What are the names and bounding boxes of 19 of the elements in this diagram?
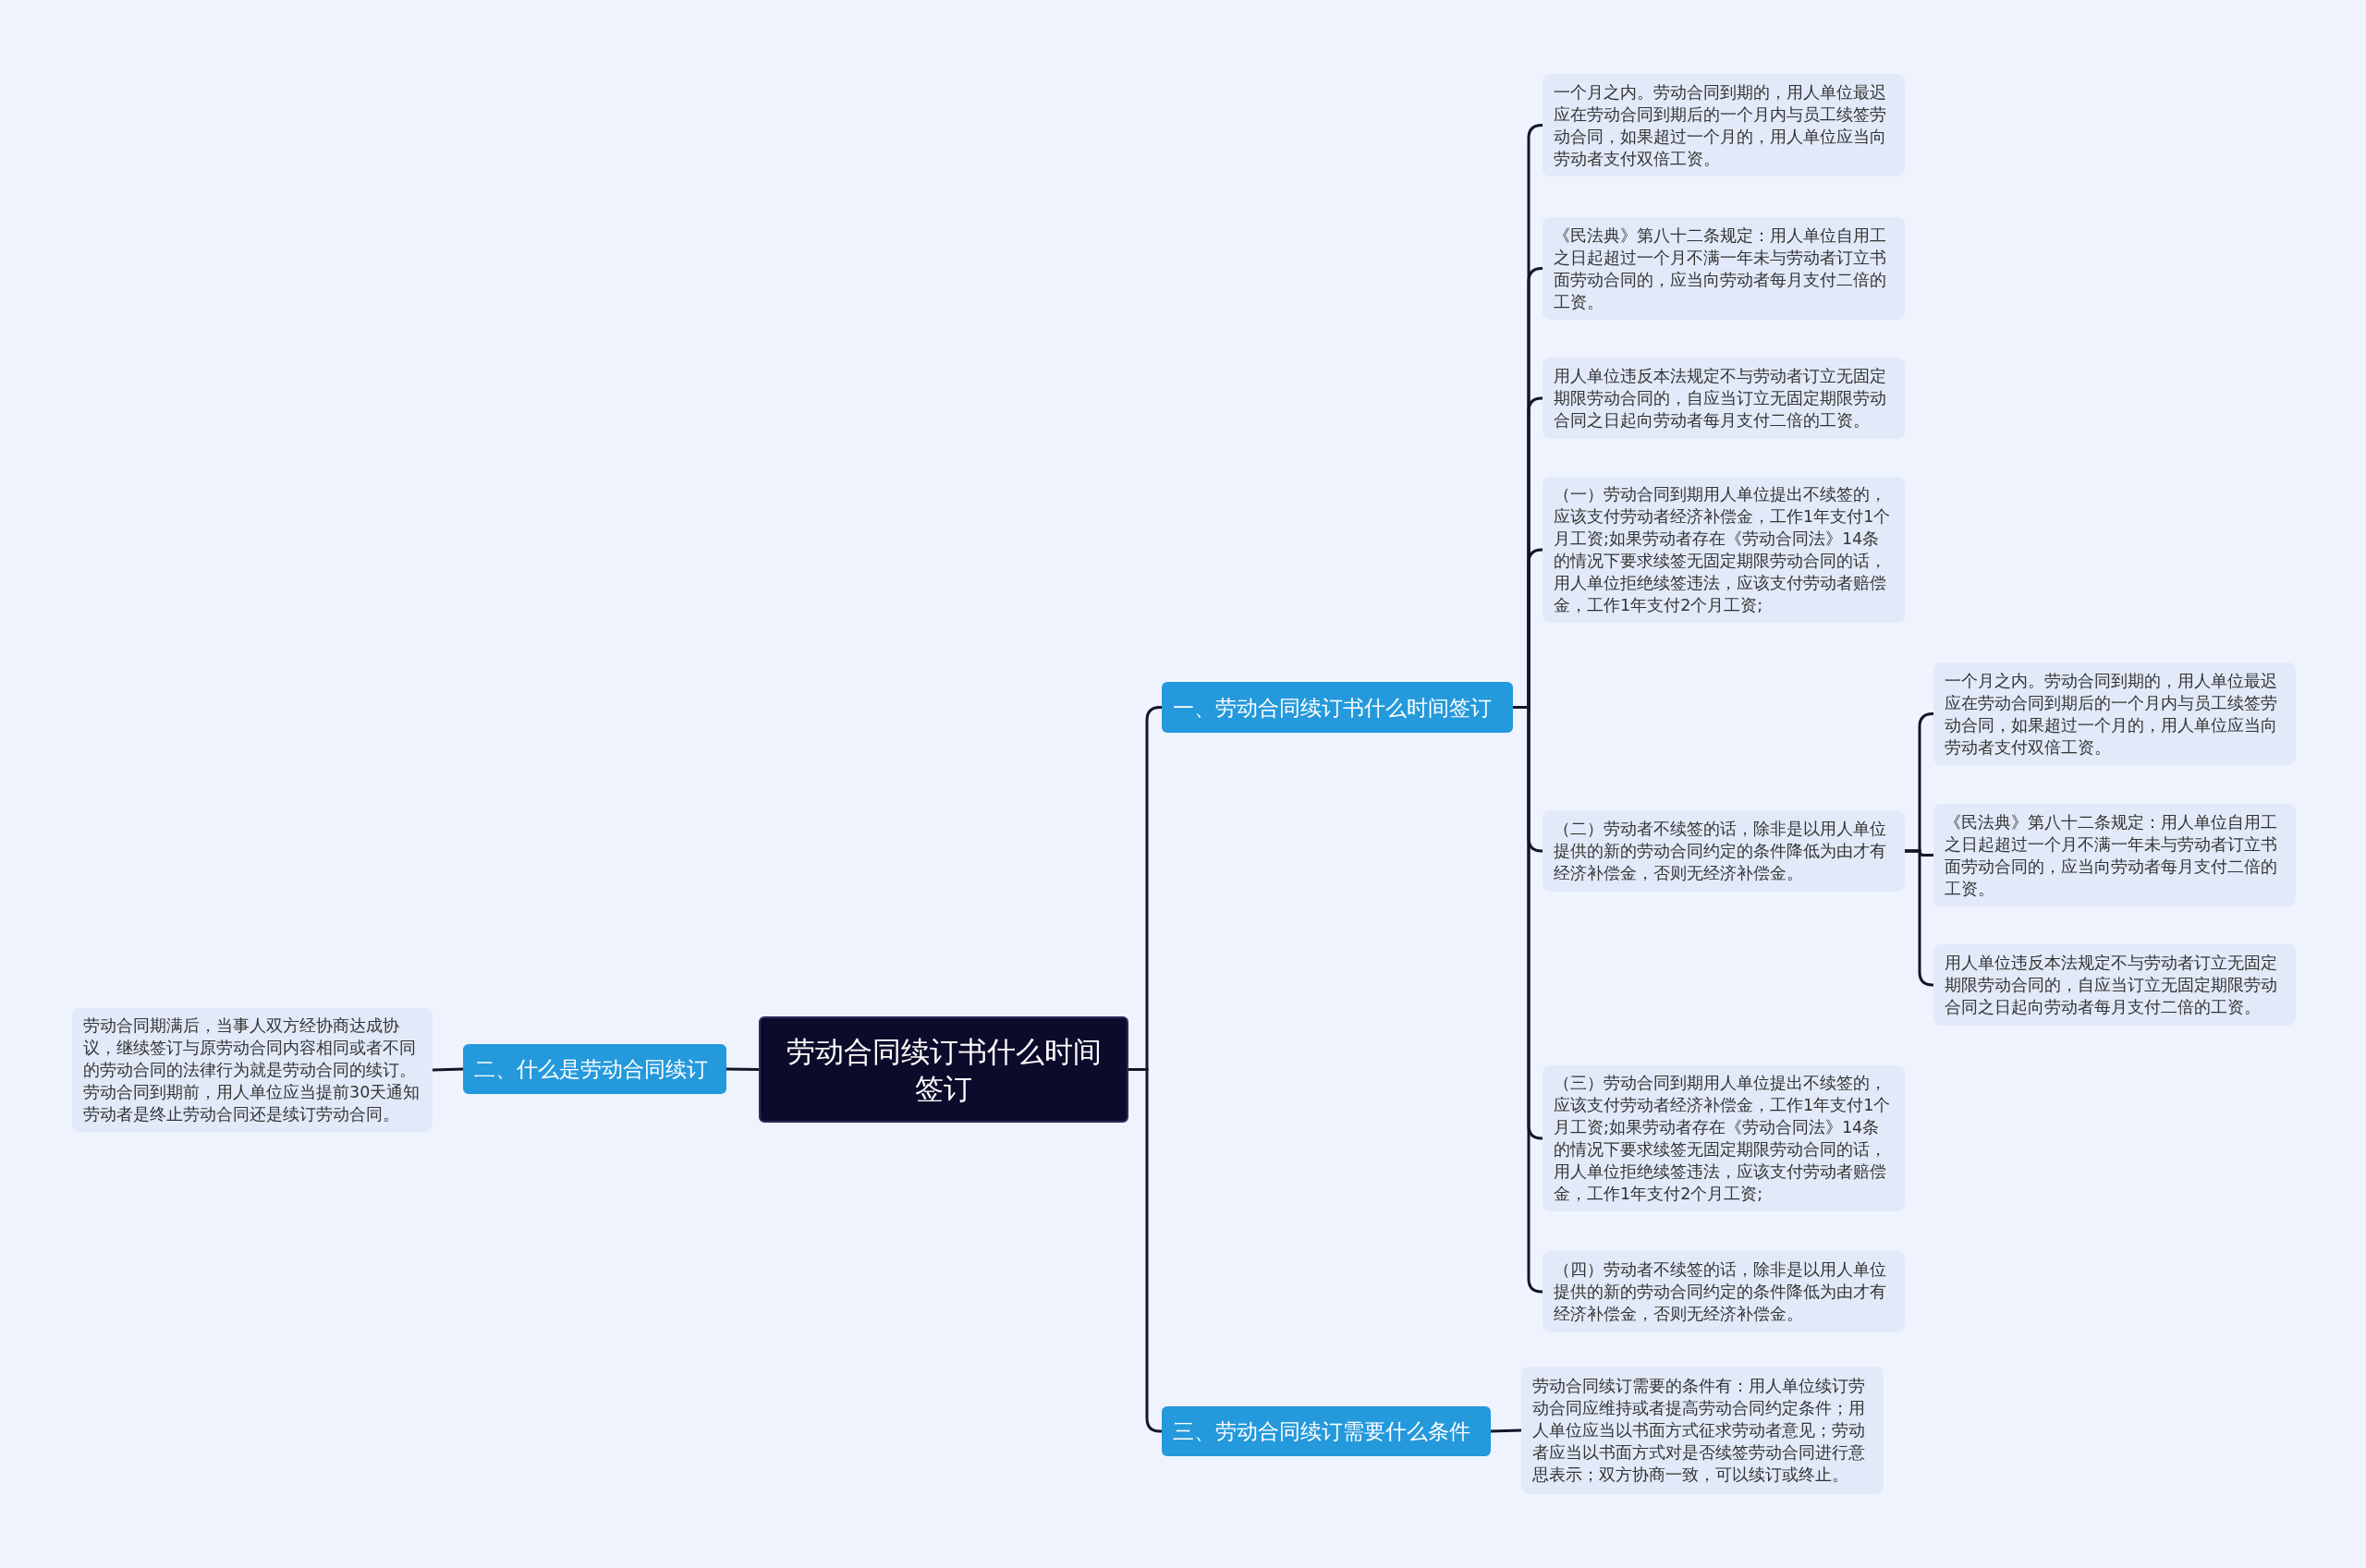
note-box: 一个月之内。劳动合同到期的，用人单位最迟应在劳动合同到期后的一个月内与员工续签劳动合同，如果超过一个月的，用人单位应当向劳动者支付双倍工资。 [1543,74,1905,176]
root-topic-box: 劳动合同续订书什么时间签订 [759,1016,1128,1123]
note-box: 劳动合同期满后，当事人双方经协商达成协议，继续签订与原劳动合同内容相同或者不同的劳动合同的法律行为就是劳动合同的续订。劳动合同到期前，用人单位应当提前30天通知劳动者是终止劳动合同还是续订劳动合同。 [72,1008,433,1132]
branch-topic-box: 二、什么是劳动合同续订 [463,1044,726,1094]
connector-line [726,1067,760,1071]
note-box: 《民法典》第八十二条规定：用人单位自用工之日起超过一个月不满一年未与劳动者订立书面劳动合同的，应当向劳动者每月支付二倍的工资。 [1543,217,1905,320]
note-box: 用人单位违反本法规定不与劳动者订立无固定期限劳动合同的，自应当订立无固定期限劳动合同之日起向劳动者每月支付二倍的工资。 [1543,358,1905,439]
note-box: 《民法典》第八十二条规定：用人单位自用工之日起超过一个月不满一年未与劳动者订立书面劳动合同的，应当向劳动者每月支付二倍的工资。 [1933,804,2296,906]
note-box: 劳动合同续订需要的条件有：用人单位续订劳动合同应维持或者提高劳动合同约定条件；用人单位应当以书面方式征求劳动者意见；劳动者应当以书面方式对是否续签劳动合同进行意思表示；双方协商一致，可以续订或终止。 [1521,1367,1884,1494]
note-box: （一）劳动合同到期用人单位提出不续签的，应该支付劳动者经济补偿金，工作1年支付1个月工资;如果劳动者存在《劳动合同法》14条的情况下要求续签无固定期限劳动合同的话，用人单位拒绝续签违法，应该支付劳动者赔偿金，工作1年支付2个月工资; [1543,477,1905,623]
connector-line [432,1067,464,1072]
note-box: 一个月之内。劳动合同到期的，用人单位最迟应在劳动合同到期后的一个月内与员工续签劳动合同，如果超过一个月的，用人单位应当向劳动者支付双倍工资。 [1933,662,2296,765]
branch-topic-box: 一、劳动合同续订书什么时间签订 [1162,682,1513,733]
note-box: 用人单位违反本法规定不与劳动者订立无固定期限劳动合同的，自应当订立无固定期限劳动合同之日起向劳动者每月支付二倍的工资。 [1933,944,2296,1026]
note-box: （四）劳动者不续签的话，除非是以用人单位提供的新的劳动合同约定的条件降低为由才有经济补偿金，否则无经济补偿金。 [1543,1251,1905,1332]
note-box: （三）劳动合同到期用人单位提出不续签的，应该支付劳动者经济补偿金，工作1年支付1个月工资;如果劳动者存在《劳动合同法》14条的情况下要求续签无固定期限劳动合同的话，用人单位拒绝续签违法，应该支付劳动者赔偿金，工作1年支付2个月工资; [1543,1065,1905,1211]
connector-line [1490,1428,1522,1433]
note-box: （二）劳动者不续签的话，除非是以用人单位提供的新的劳动合同约定的条件降低为由才有经济补偿金，否则无经济补偿金。 [1543,810,1905,892]
branch-topic-box: 三、劳动合同续订需要什么条件 [1162,1406,1491,1456]
